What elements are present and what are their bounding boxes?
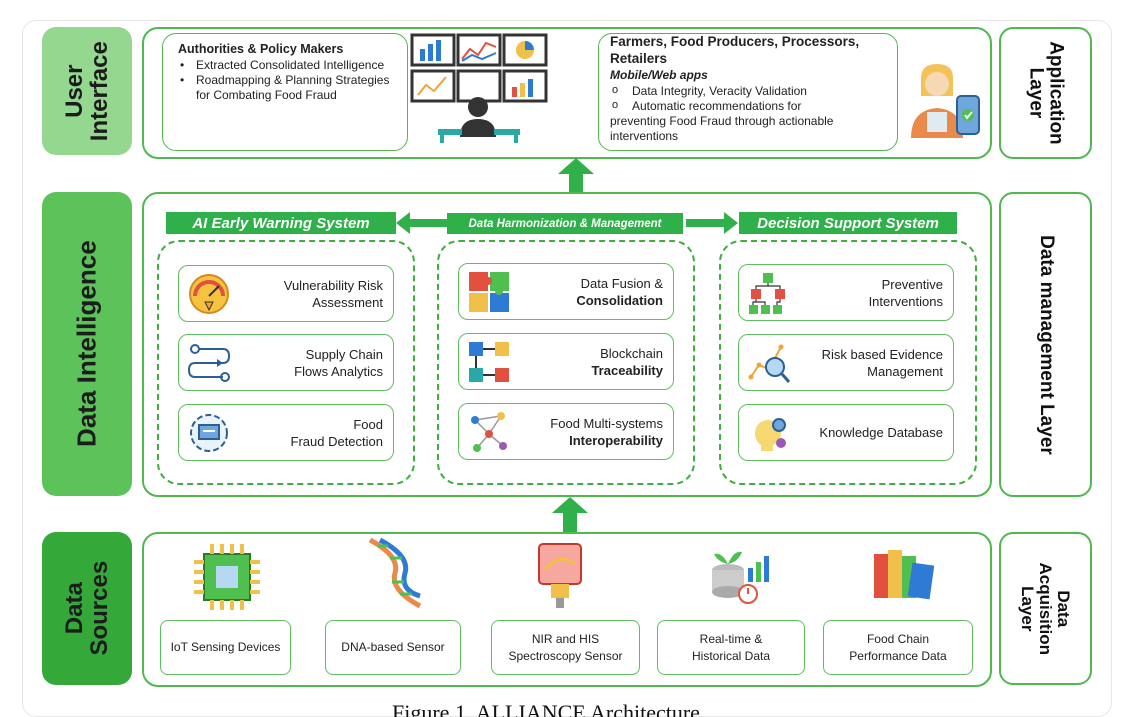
authorities-item: Extracted Consolidated Intelligence [178, 58, 398, 73]
layer-label-line: User [60, 64, 88, 118]
data-fusion-card: Data Fusion & Consolidation [458, 263, 674, 320]
farmers-item: Automatic recommendations for [610, 98, 885, 114]
card-line: Risk based Evidence [821, 346, 943, 362]
layer-label-line: Sources [86, 561, 113, 656]
layer-label-line: Interface [86, 40, 114, 142]
supply-chain-card: Supply Chain Flows Analytics [178, 334, 394, 391]
farmers-item: Data Integrity, Veracity Validation [610, 83, 885, 99]
puzzle-icon [469, 272, 509, 312]
card-line: Food [353, 416, 383, 432]
farmers-title: Farmers, Food Producers, Processors, Ret… [610, 34, 860, 66]
dna-icon [368, 537, 422, 609]
gauge-icon [189, 274, 229, 314]
right-arrow-icon [686, 212, 738, 234]
data-history-icon [712, 551, 769, 604]
up-arrow-icon [552, 497, 588, 532]
source-nir-spectroscopy: NIR and HIS Spectroscopy Sensor [491, 620, 640, 675]
decision-support-header: Decision Support System [739, 212, 957, 234]
spectroscopy-sensor-icon [538, 543, 582, 608]
up-arrow-icon [558, 158, 594, 192]
layer-label-data-acquisition: Data Acquisition Layer [999, 532, 1092, 685]
source-realtime-historical: Real-time & Historical Data [657, 620, 805, 675]
farmer-phone-icon [911, 64, 980, 138]
performance-binders-icon [874, 550, 934, 600]
layer-label-data-intelligence: Data Intelligence [42, 192, 132, 496]
source-line: Real-time & [699, 631, 763, 646]
source-line: NIR and HIS [531, 631, 600, 646]
card-line: Data Fusion & [580, 275, 663, 291]
layer-label-data-management: Data management Layer [999, 192, 1092, 497]
data-harmonization-header: Data Harmonization & Management [447, 213, 683, 234]
card-line: Flows Analytics [294, 363, 383, 379]
layer-label-user-interface: User Interface [42, 27, 132, 155]
vulnerability-risk-card: Vulnerability Risk Assessment [178, 265, 394, 322]
dashboard-analyst-icon [410, 33, 548, 143]
layer-label-line: Layer [1025, 67, 1047, 119]
figure-caption: Figure 1. ALLIANCE Architecture [392, 700, 700, 717]
flow-icon [187, 344, 231, 382]
fraud-detection-card: Food Fraud Detection [178, 404, 394, 461]
layer-label-line: Layer [1018, 585, 1038, 632]
authorities-title: Authorities & Policy Makers [178, 42, 344, 56]
decision-support-group [719, 240, 977, 485]
farmers-list: Data Integrity, Veracity Validation Auto… [610, 83, 885, 144]
layer-label-line: Application [1045, 41, 1067, 145]
source-line: IoT Sensing Devices [170, 640, 281, 654]
card-line: Blockchain [600, 345, 663, 361]
authorities-item: Roadmapping & Planning Strategies for Co… [178, 73, 398, 103]
card-line: Assessment [312, 294, 383, 310]
card-line: Consolidation [576, 292, 663, 308]
authorities-list: Extracted Consolidated Intelligence Road… [178, 58, 398, 103]
card-line: Vulnerability Risk [283, 277, 383, 293]
risk-evidence-card: Risk based Evidence Management [738, 334, 954, 391]
left-arrow-icon [396, 212, 448, 234]
card-line: Interventions [868, 293, 943, 309]
card-line: Preventive [881, 276, 943, 292]
layer-label-line: Data management Layer [1035, 234, 1057, 455]
layer-label-line: Data Intelligence [71, 240, 102, 448]
knowledge-database-card: Knowledge Database [738, 404, 954, 461]
source-food-chain-performance: Food Chain Performance Data [823, 620, 973, 675]
layer-label-line: Data [1054, 590, 1074, 627]
interoperability-card: Food Multi-systems Interoperability [458, 403, 674, 460]
card-line: Food Multi-systems [550, 415, 663, 431]
farmers-item: preventing Food Fraud through actionable… [610, 114, 834, 143]
source-line: Spectroscopy Sensor [508, 648, 623, 663]
farmers-subtitle: Mobile/Web apps [610, 68, 708, 82]
data-harmonization-group [437, 240, 695, 485]
iot-chip-icon [194, 544, 260, 610]
source-line: Historical Data [691, 648, 771, 663]
layer-label-line: Acquisition [1036, 562, 1056, 655]
blockchain-card: Blockchain Traceability [458, 333, 674, 390]
ai-early-warning-group [157, 240, 415, 485]
blockchain-icon [469, 342, 509, 382]
card-line: Management [867, 363, 943, 379]
card-line: Knowledge Database [819, 425, 943, 440]
layer-label-data-sources: Data Sources [42, 532, 132, 685]
card-line: Traceability [591, 362, 663, 378]
card-line: Interoperability [569, 432, 663, 448]
card-line: Supply Chain [305, 346, 383, 362]
layer-label-application: Application Layer [999, 27, 1092, 159]
source-iot-devices: IoT Sensing Devices [160, 620, 291, 675]
ai-early-warning-header: AI Early Warning System [166, 212, 396, 234]
card-line: Fraud Detection [290, 433, 384, 449]
layer-label-line: Data [60, 582, 88, 635]
source-dna-sensor: DNA-based Sensor [325, 620, 461, 675]
decision-tree-icon [749, 273, 785, 314]
magnifier-chart-icon [748, 344, 791, 383]
fraud-scan-icon [190, 414, 228, 452]
source-line: Performance Data [849, 648, 947, 663]
preventive-interventions-card: Preventive Interventions [738, 264, 954, 321]
source-line: Food Chain [866, 631, 930, 646]
lightbulb-gear-icon [754, 418, 786, 451]
network-icon [471, 412, 507, 452]
source-line: DNA-based Sensor [341, 640, 445, 654]
